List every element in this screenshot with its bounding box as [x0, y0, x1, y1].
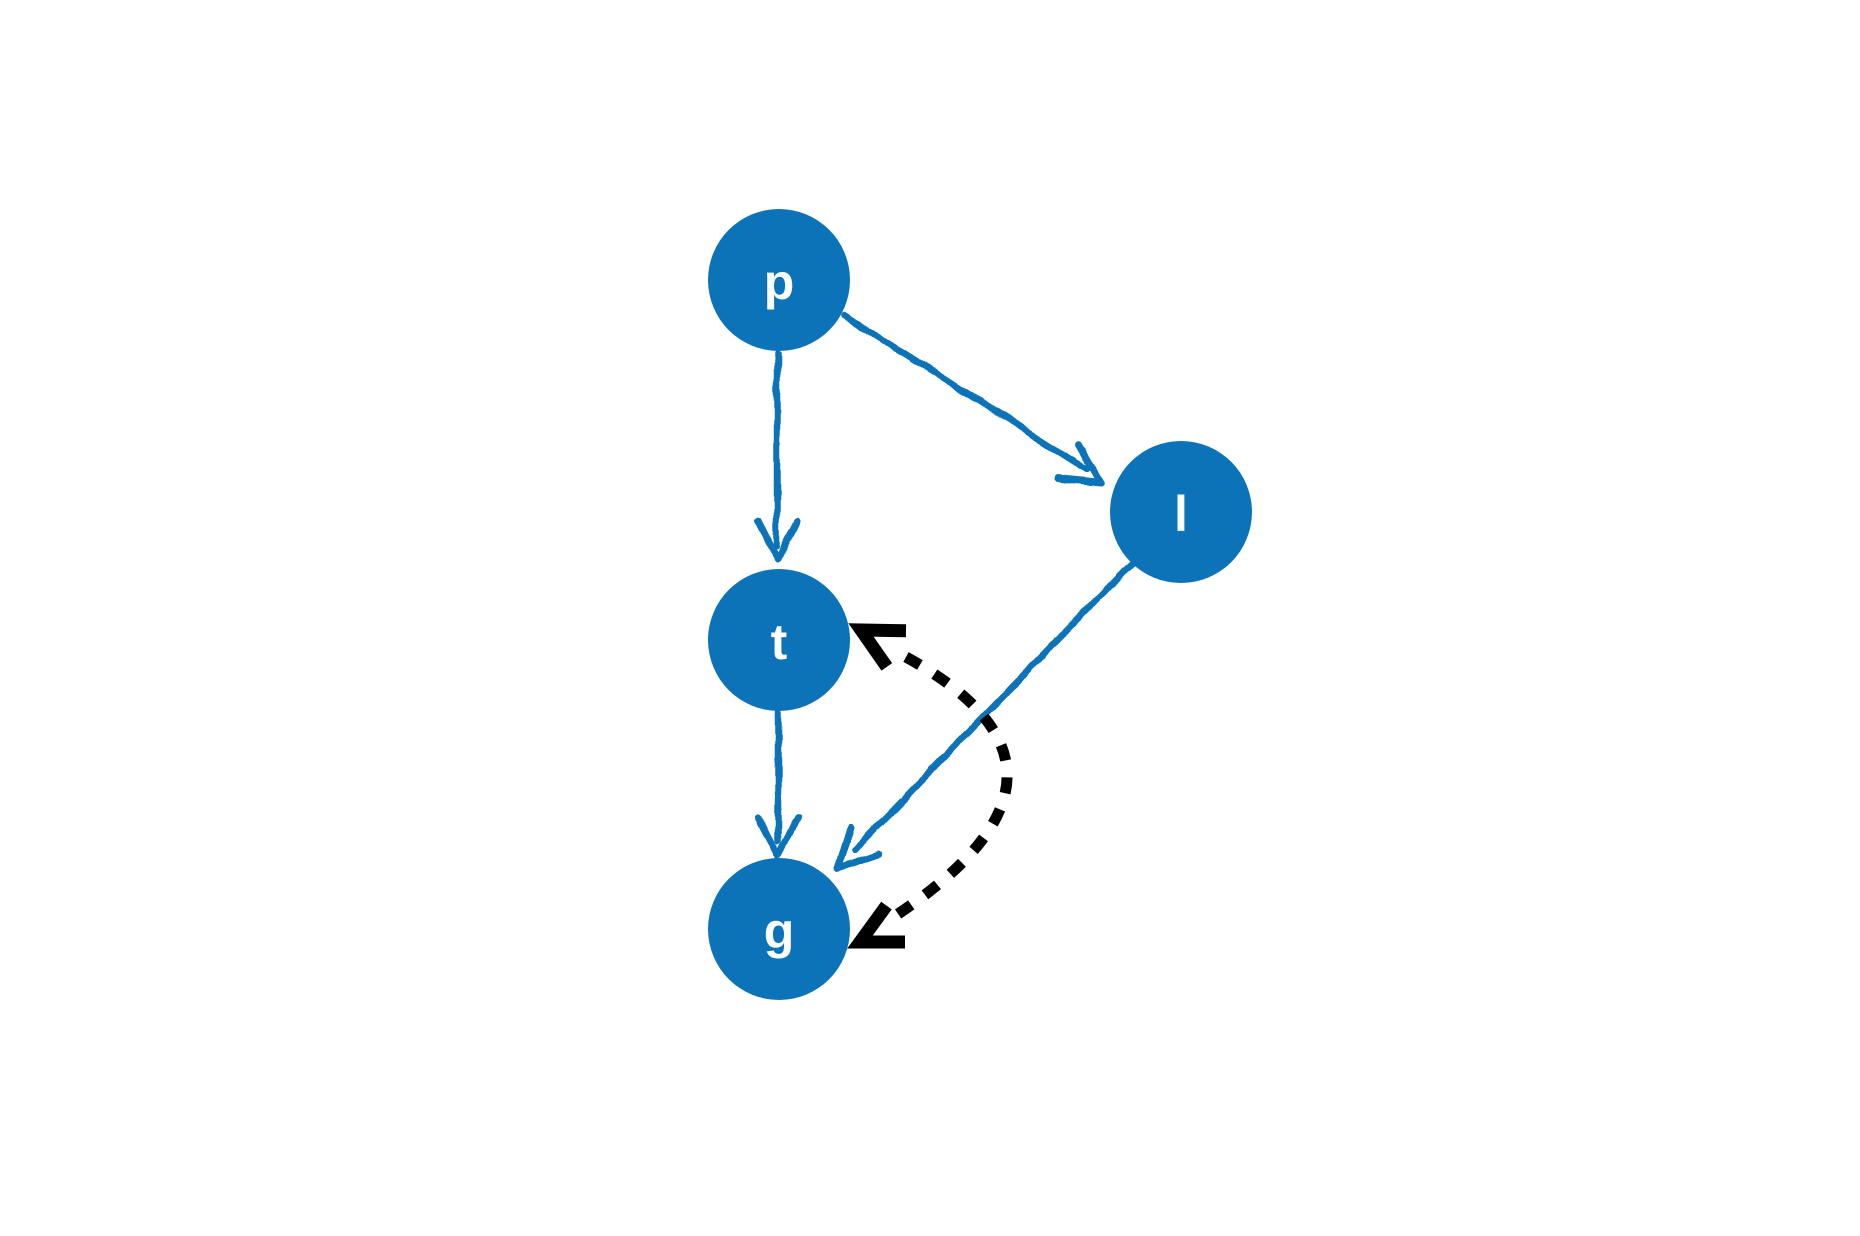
node-g: g	[708, 858, 850, 1000]
arrowhead-l-g	[834, 823, 883, 872]
node-circle-g	[708, 858, 850, 1000]
arrowhead-t-g-dashed-g	[847, 901, 905, 949]
node-p: p	[708, 209, 850, 351]
arrowhead-p-l	[1053, 442, 1104, 487]
node-label-l: l	[1174, 486, 1188, 542]
arrowhead-t-g	[754, 814, 802, 860]
node-label-g: g	[764, 903, 795, 959]
node-label-t: t	[771, 614, 788, 670]
edge-t-g-dashed	[888, 652, 1013, 923]
node-t: t	[708, 569, 850, 711]
edge-p-l	[841, 312, 1090, 473]
arrowhead-p-t	[754, 518, 802, 564]
node-circle-l	[1110, 441, 1252, 583]
nodes-layer: p l t g	[708, 209, 1252, 1000]
node-circle-p	[708, 209, 850, 351]
blue-edges-layer	[754, 312, 1136, 872]
node-l: l	[1110, 441, 1252, 583]
node-label-p: p	[764, 254, 795, 310]
edge-l-g	[851, 559, 1136, 854]
node-circle-t	[708, 569, 850, 711]
dashed-edge-layer	[847, 623, 1013, 949]
arrowhead-t-g-dashed-t	[848, 623, 907, 671]
